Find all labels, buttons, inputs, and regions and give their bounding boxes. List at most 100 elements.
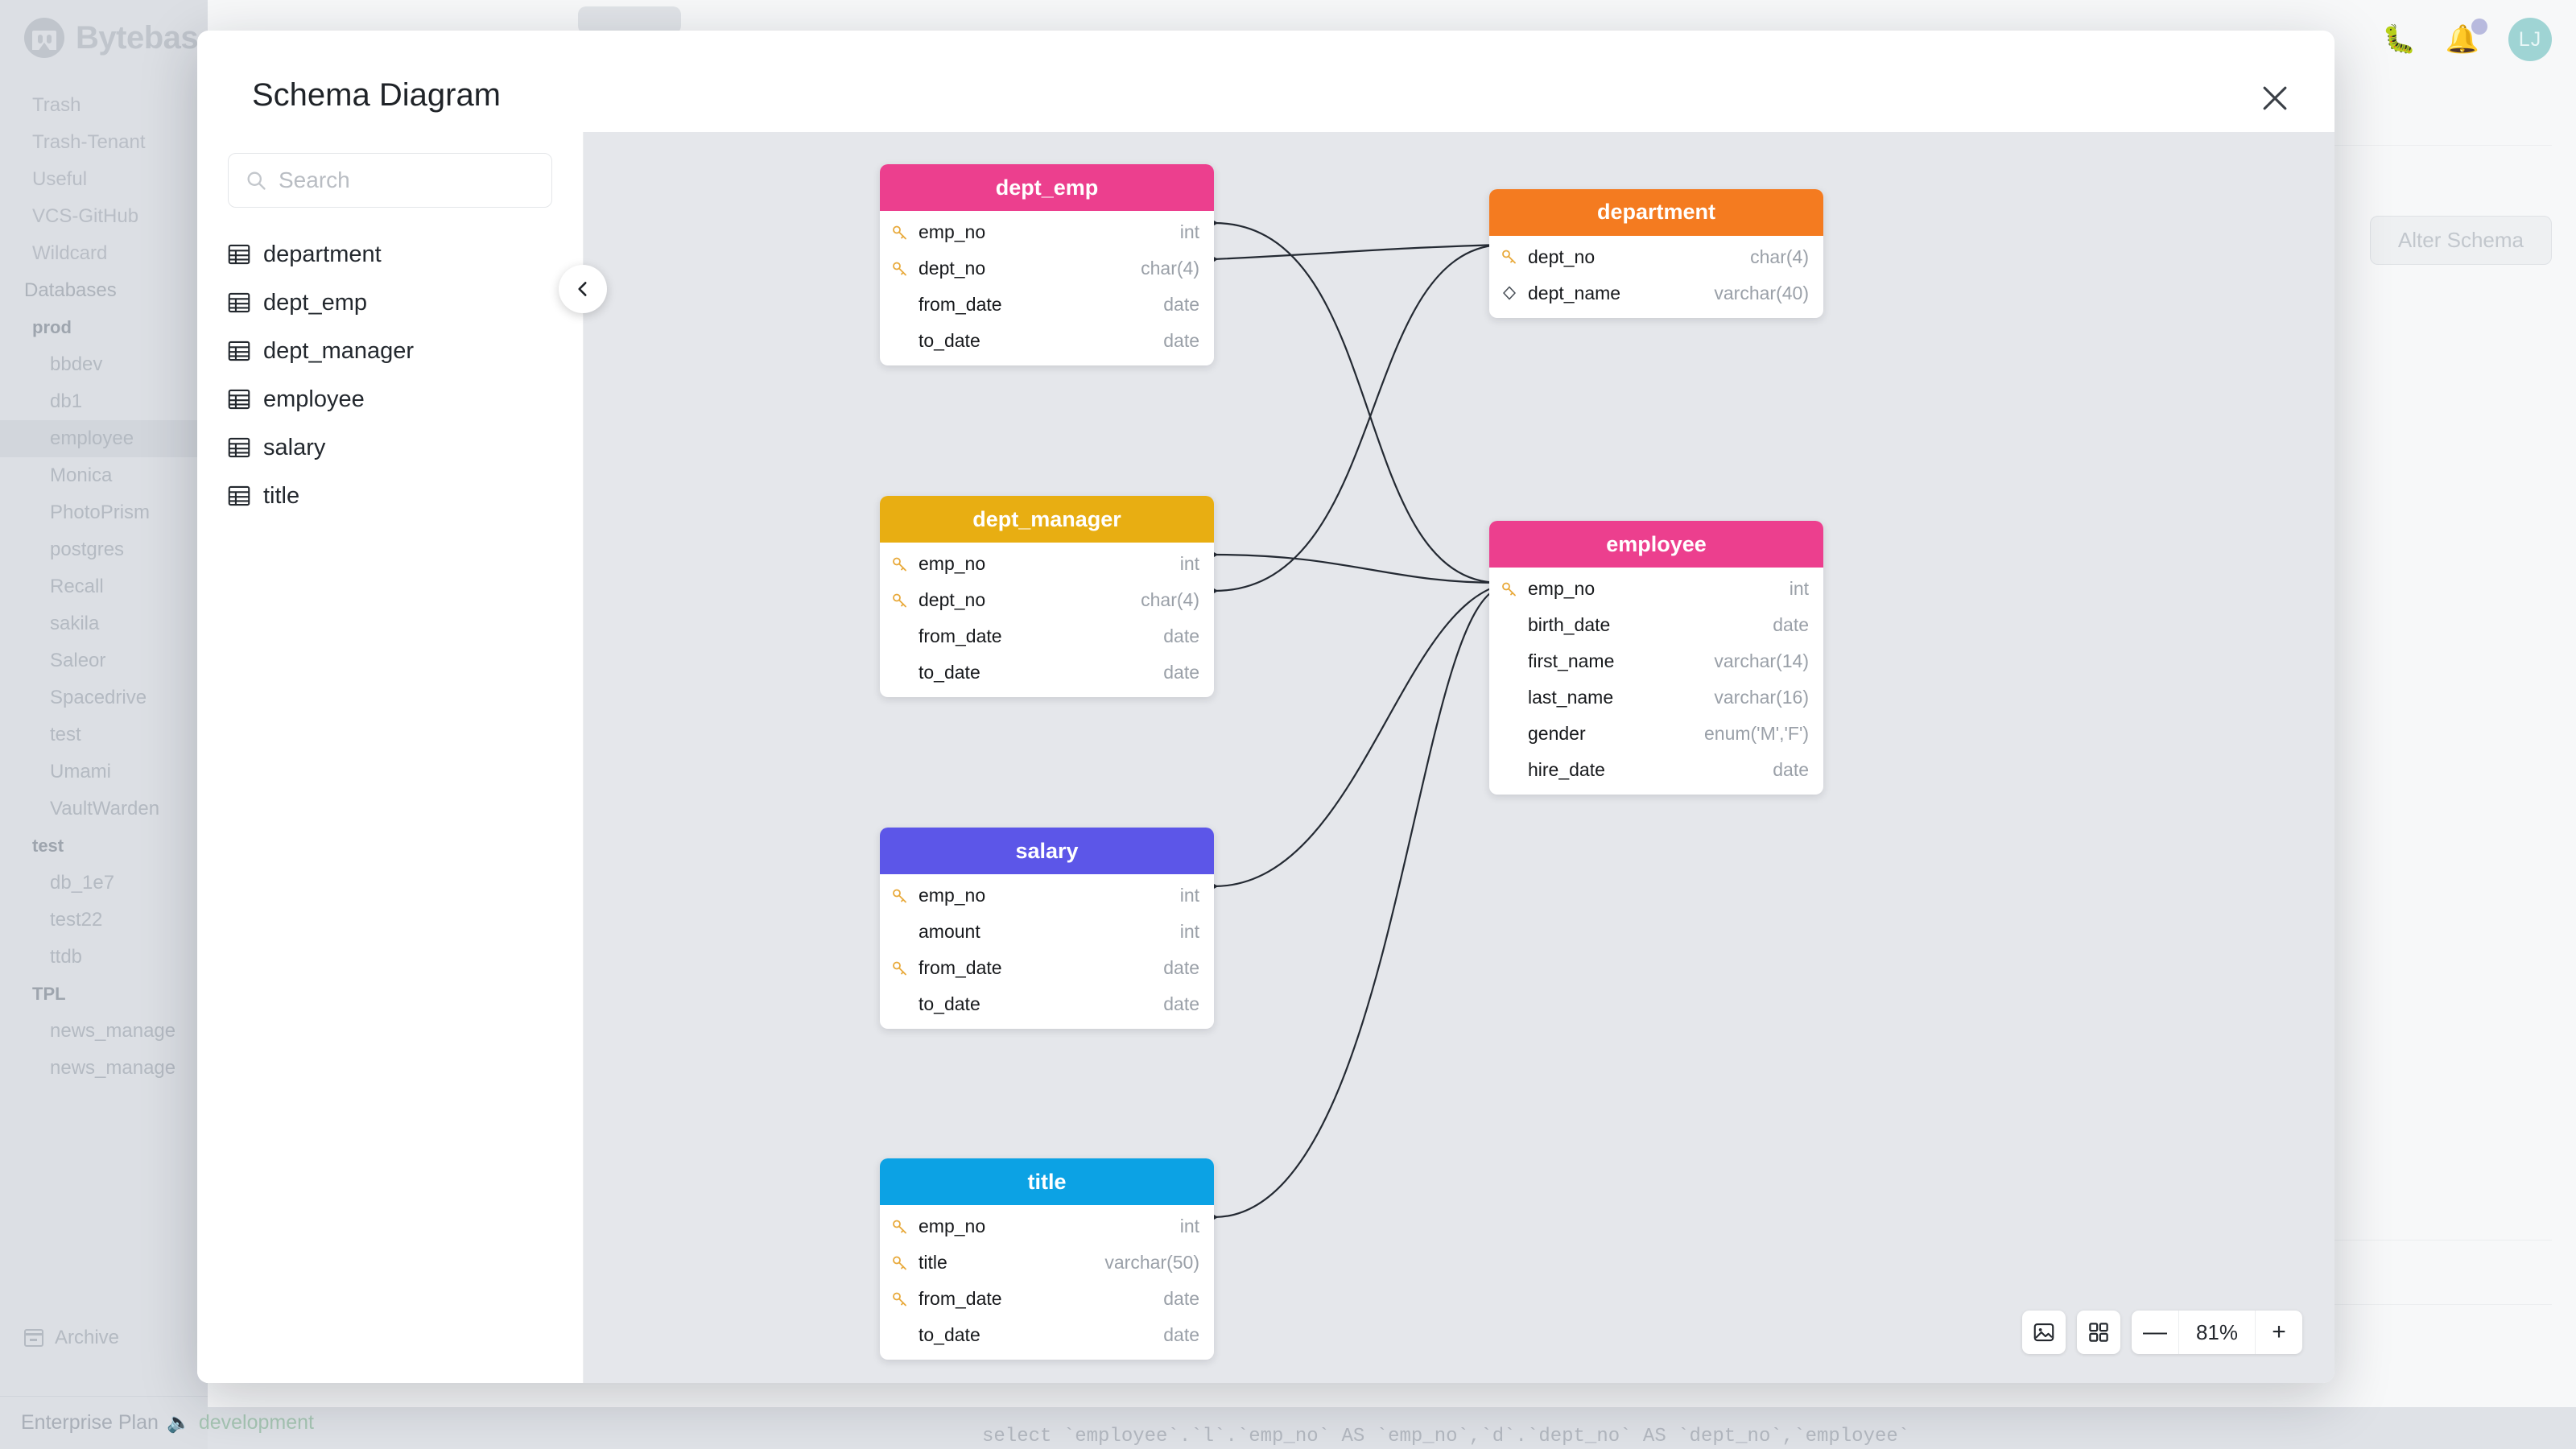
sidebar-item-news-manage[interactable]: news_manage [50,1057,176,1079]
zoom-in-button[interactable]: + [2272,1319,2286,1345]
sidebar-item-trash-tenant[interactable]: Trash-Tenant [32,131,146,153]
sidebar-item-vcs-github[interactable]: VCS-GitHub [32,205,139,227]
sidebar-item-monica[interactable]: Monica [50,464,113,486]
zoom-out-button[interactable]: — [2143,1319,2167,1345]
background-tab-pill[interactable] [578,6,681,34]
sidebar-item-postgres[interactable]: postgres [50,539,125,560]
sidebar-item-db-1e7[interactable]: db_1e7 [50,872,115,894]
canvas-toolbar: — 81% + [2022,1311,2302,1354]
sidebar-item-bbdev[interactable]: bbdev [50,353,103,375]
table-list-item-dept_manager[interactable]: dept_manager [228,327,552,375]
close-icon[interactable] [2257,80,2293,116]
table-node-header: dept_manager [880,496,1214,543]
column-name: dept_name [1528,282,1621,303]
column-name: first_name [1528,650,1615,671]
sidebar-item-useful[interactable]: Useful [32,168,88,190]
table-list-item-employee[interactable]: employee [228,375,552,423]
avatar[interactable]: LJ [2508,18,2552,61]
app-logo[interactable]: Bytebase [24,18,216,58]
sidebar-item-recall[interactable]: Recall [50,576,104,597]
collapse-panel-button[interactable] [559,265,607,313]
sidebar-item-saleor[interactable]: Saleor [50,650,106,671]
column-name: to_date [919,993,980,1014]
grid-icon[interactable] [2077,1311,2120,1354]
alter-schema-button[interactable]: Alter Schema [2369,216,2552,265]
sidebar-item-news-manage[interactable]: news_manage [50,1020,176,1042]
table-icon [228,485,250,506]
table-icon [228,437,250,458]
table-list-item-dept_emp[interactable]: dept_emp [228,279,552,327]
sidebar-item-spacedrive[interactable]: Spacedrive [50,687,147,708]
search-input[interactable] [279,167,535,193]
table-list-item-title[interactable]: title [228,472,552,520]
column-type: date [1163,1324,1199,1345]
column-type: int [1179,221,1199,242]
image-icon[interactable] [2022,1311,2066,1354]
column-type: varchar(16) [1714,687,1809,708]
sidebar-item-vaultwarden[interactable]: VaultWarden [50,798,160,819]
table-list-item-salary[interactable]: salary [228,423,552,472]
column-type: varchar(14) [1714,650,1809,671]
column-type: date [1163,625,1199,646]
zoom-level-label[interactable]: 81% [2178,1311,2256,1354]
sidebar-item-wildcard[interactable]: Wildcard [32,242,108,264]
relationship-edge [1214,588,1500,1217]
table-column-row[interactable]: first_name varchar(14) [1489,643,1823,679]
relationship-edge [1214,223,1500,583]
page-title: Schema Diagram [252,77,502,113]
column-name: hire_date [1528,759,1605,780]
table-node-header: department [1489,188,1823,236]
table-column-row[interactable]: from_date date [880,618,1214,654]
column-type: varchar(50) [1104,1252,1199,1273]
column-name: from_date [919,625,1002,646]
column-type: int [1179,1216,1199,1236]
sidebar-item-umami[interactable]: Umami [50,761,111,782]
sidebar-item-sakila[interactable]: sakila [50,613,100,634]
sidebar-item-trash[interactable]: Trash [32,94,81,116]
table-list-item-department[interactable]: department [228,230,552,279]
sidebar-item-db1[interactable]: db1 [50,390,83,412]
bell-icon[interactable]: 🔔 [2446,19,2487,56]
sidebar-item-ttdb[interactable]: ttdb [50,946,83,968]
column-type: char(4) [1141,258,1199,279]
notification-badge [2471,19,2487,35]
sidebar-item-test22[interactable]: test22 [50,909,103,931]
sidebar-item-employee[interactable]: employee [0,420,208,457]
search-box[interactable] [228,153,552,208]
sidebar-item-photoprism[interactable]: PhotoPrism [50,502,151,523]
table-node-header: employee [1489,521,1823,568]
sidebar-item-test[interactable]: test [50,724,81,745]
bug-icon[interactable]: 🐛 [2382,24,2417,55]
sidebar-item-archive[interactable]: Archive [23,1327,119,1349]
